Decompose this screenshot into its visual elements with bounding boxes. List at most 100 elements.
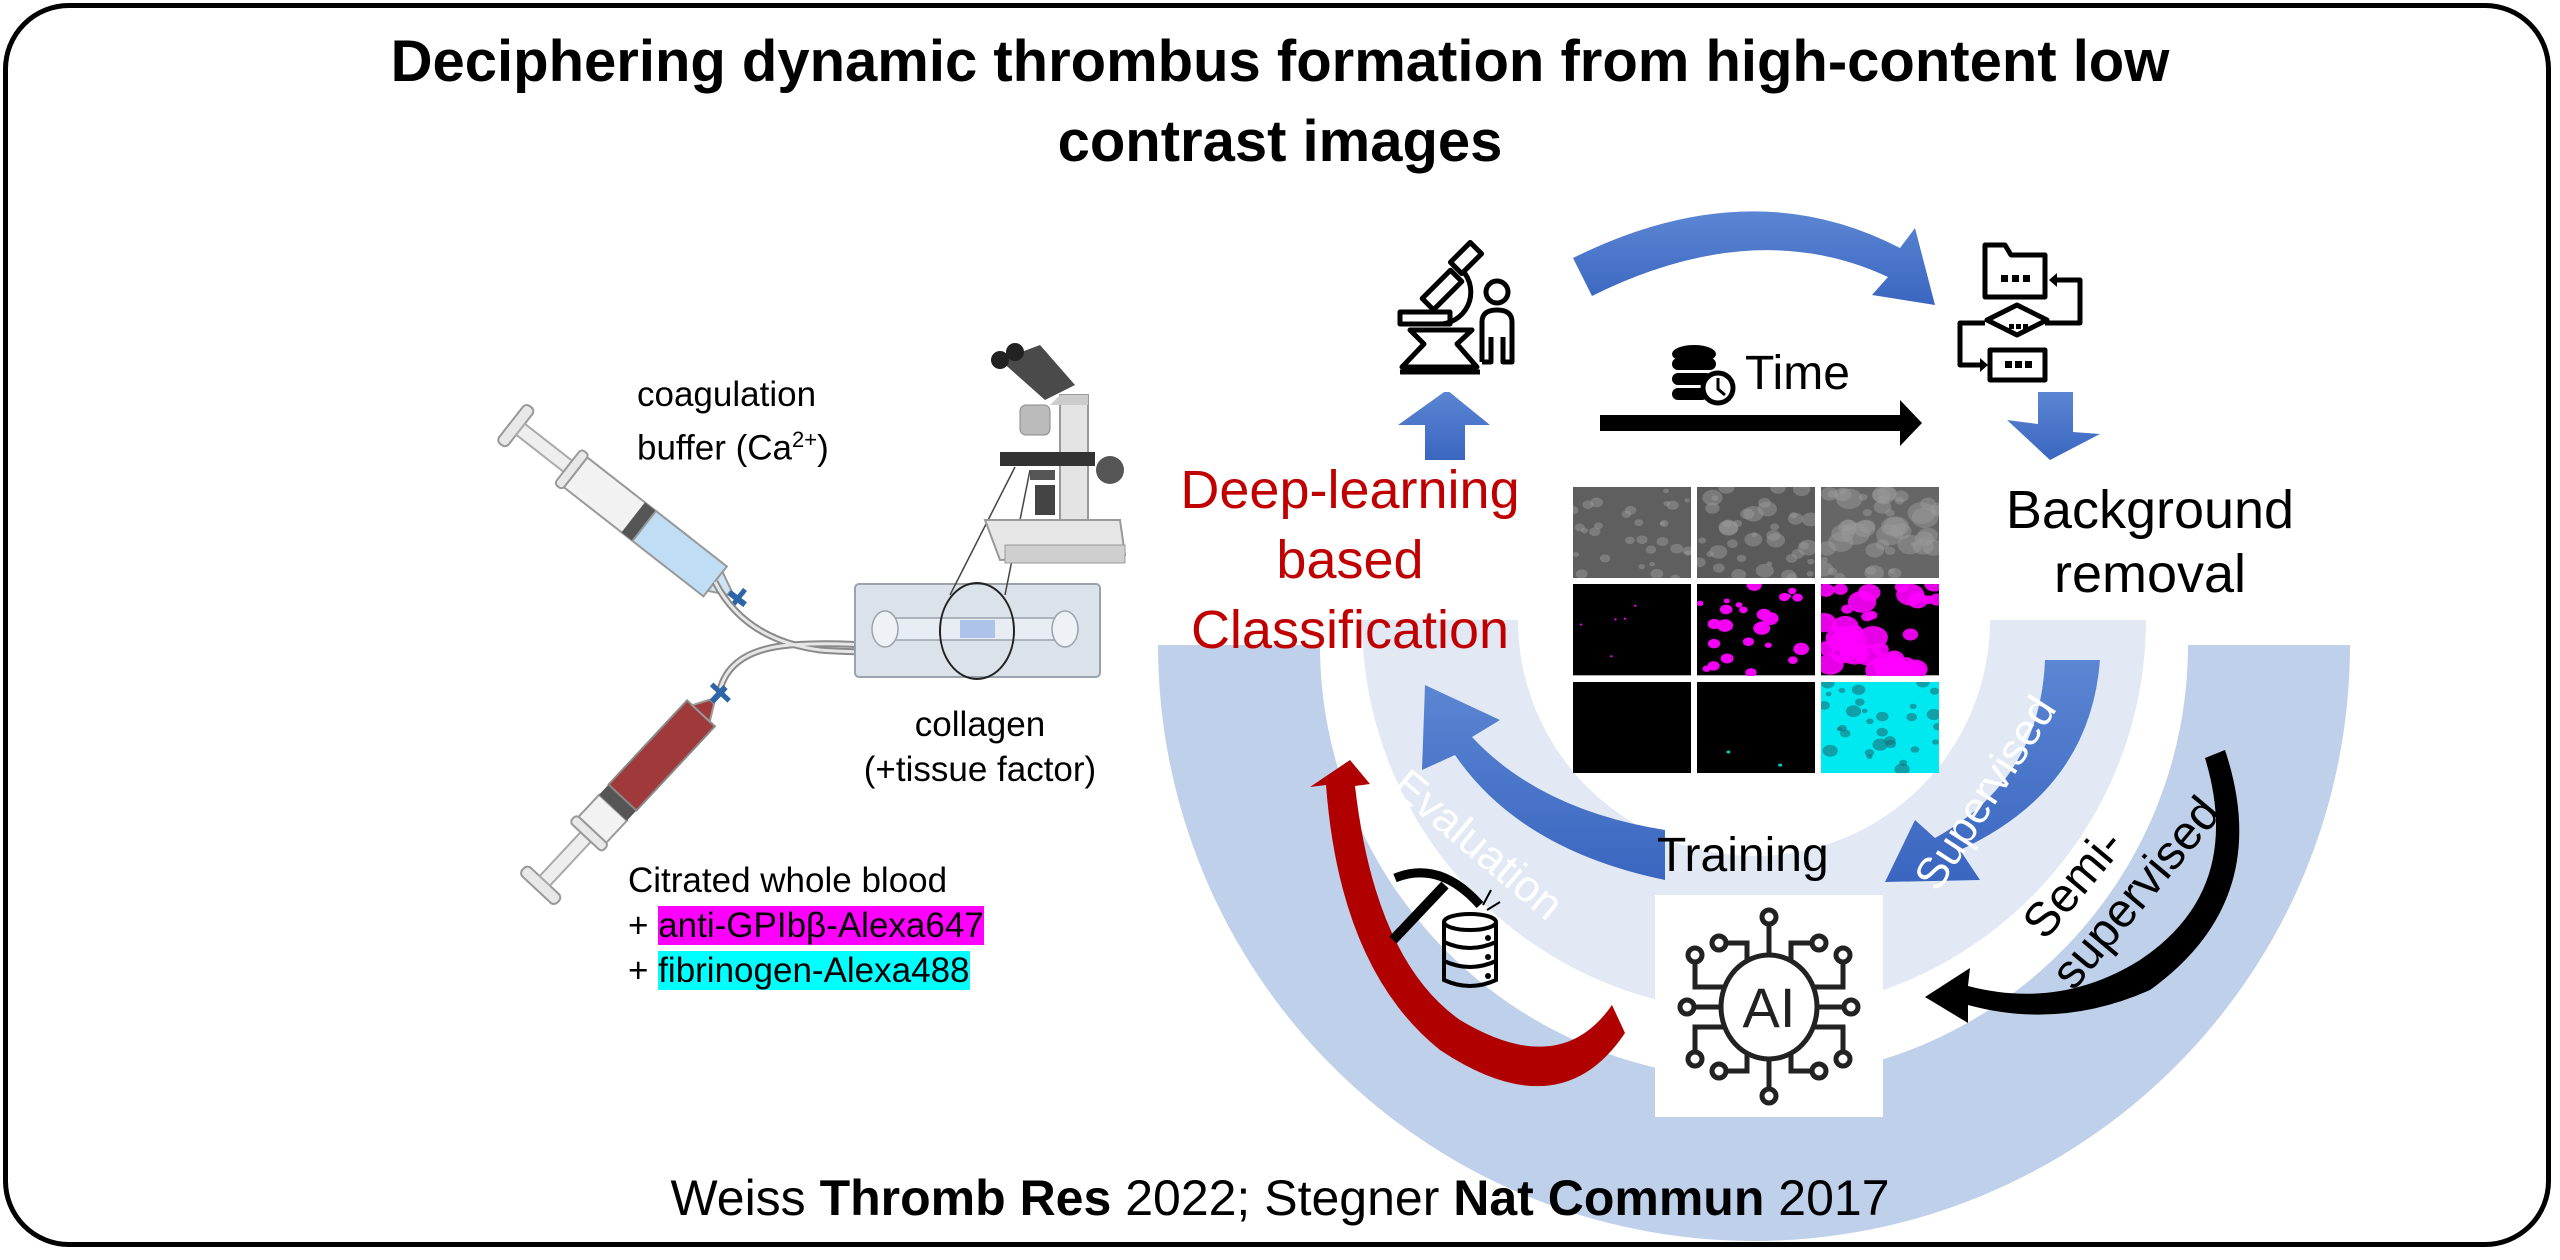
texture-spot	[1855, 698, 1865, 706]
texture-spot	[1663, 500, 1671, 507]
texture-spot	[1744, 532, 1763, 547]
texture-spot	[1866, 754, 1873, 759]
background-removal-line-2: removal	[2053, 544, 2247, 604]
texture-spot	[1924, 584, 1939, 592]
fibrin-late	[1821, 681, 1939, 773]
ai-label: AI	[1743, 976, 1796, 1039]
fibrin-mid	[1697, 681, 1815, 773]
texture-spot	[1723, 598, 1730, 604]
texture-spot	[1825, 626, 1859, 652]
texture-spot	[1910, 745, 1920, 753]
texture-spot	[1883, 516, 1909, 537]
texture-spot	[1841, 519, 1856, 531]
texture-spot	[1858, 626, 1888, 650]
texture-spot	[1825, 691, 1832, 696]
flow-chamber	[854, 466, 1101, 680]
blood-syringe	[520, 682, 731, 905]
texture-spot	[1707, 639, 1721, 649]
texture-spot	[1735, 602, 1743, 608]
plus-sign: +	[628, 906, 649, 945]
texture-spot	[1906, 712, 1917, 721]
texture-spot	[1786, 573, 1798, 579]
texture-spot	[1807, 558, 1815, 565]
texture-spot	[1851, 684, 1866, 695]
texture-spot	[1610, 655, 1613, 658]
classification-line-2: based	[1276, 530, 1424, 590]
background-removal-label: Background removal	[1930, 478, 2370, 606]
texture-spot	[1736, 554, 1747, 562]
texture-spot	[1766, 533, 1786, 548]
texture-spot	[1834, 572, 1845, 579]
texture-spot	[1893, 490, 1909, 503]
data-mining-icon	[1389, 868, 1501, 988]
microscope-person-icon	[1397, 239, 1515, 375]
platelet-late	[1821, 584, 1939, 676]
texture-spot	[1684, 498, 1690, 503]
microscope-illustration	[983, 343, 1127, 564]
background-removal-line-1: Background	[2005, 480, 2295, 540]
texture-spot	[1899, 657, 1914, 669]
texture-spot	[1645, 545, 1657, 554]
buffer-label-close: )	[817, 428, 829, 468]
texture-spot	[1793, 643, 1810, 656]
texture-spot	[1896, 584, 1925, 606]
plus-sign: +	[628, 951, 649, 990]
texture-spot	[1801, 512, 1815, 527]
microscopy-user-icon-box	[1362, 212, 1527, 392]
texture-spot	[1719, 605, 1733, 615]
flowchart-icon	[1957, 242, 2083, 383]
texture-spot	[1762, 612, 1779, 626]
citation-journal-1: Thromb Res	[819, 1170, 1112, 1226]
texture-spot	[1864, 565, 1885, 579]
brightfield-early	[1573, 487, 1691, 579]
classification-line-3: Classification	[1190, 600, 1510, 660]
texture-spot	[1861, 612, 1874, 622]
texture-spot	[1697, 600, 1704, 607]
collagen-label-line-1: collagen	[914, 705, 1046, 744]
texture-spot	[1650, 568, 1664, 579]
texture-spot	[1841, 604, 1854, 615]
citation-author-1: Weiss	[670, 1170, 806, 1226]
texture-spot	[1731, 568, 1747, 579]
citation-year-2: 2017	[1778, 1170, 1890, 1226]
texture-spot	[1926, 708, 1939, 720]
texture-spot	[1866, 718, 1874, 724]
texture-spot	[1625, 536, 1635, 545]
texture-spot	[1828, 532, 1854, 552]
inner-arc-band	[1335, 645, 2173, 1064]
texture-spot	[1573, 552, 1580, 557]
texture-spot	[1902, 628, 1919, 641]
texture-spot	[1788, 656, 1798, 665]
texture-spot	[1636, 535, 1648, 545]
platelet-mid	[1697, 584, 1815, 676]
evaluation-arrow	[1422, 685, 1665, 880]
texture-spot	[1753, 622, 1771, 636]
texture-spot	[1821, 654, 1844, 676]
texture-spot	[1792, 593, 1803, 602]
citation-year-1: 2022;	[1125, 1170, 1251, 1226]
texture-spot	[1821, 613, 1837, 633]
texture-spot	[1862, 509, 1872, 517]
texture-spot	[1930, 687, 1939, 695]
database-clock-icon	[1672, 345, 1736, 406]
texture-spot	[1742, 637, 1754, 647]
texture-spot	[1821, 681, 1835, 688]
texture-spot	[1821, 700, 1830, 710]
texture-spot	[1682, 546, 1691, 556]
texture-spot	[1929, 593, 1939, 606]
inner-arc-light	[1362, 620, 2146, 1012]
texture-spot	[1872, 738, 1888, 751]
texture-spot	[1911, 507, 1939, 529]
texture-spot	[1785, 594, 1791, 599]
texture-spot	[1836, 488, 1863, 510]
texture-spot	[1624, 505, 1637, 515]
classification-label: Deep-learning based Classification	[1140, 455, 1560, 665]
texture-spot	[1821, 487, 1839, 501]
semi-supervised-arrow	[1925, 750, 2240, 1023]
texture-spot	[1718, 519, 1739, 535]
texture-spot	[1706, 551, 1714, 557]
citation: Weiss Thromb Res 2022; Stegner Nat Commu…	[0, 1168, 2560, 1228]
texture-spot	[1739, 606, 1748, 614]
texture-spot	[1876, 727, 1888, 737]
brightfield-mid	[1697, 487, 1815, 579]
